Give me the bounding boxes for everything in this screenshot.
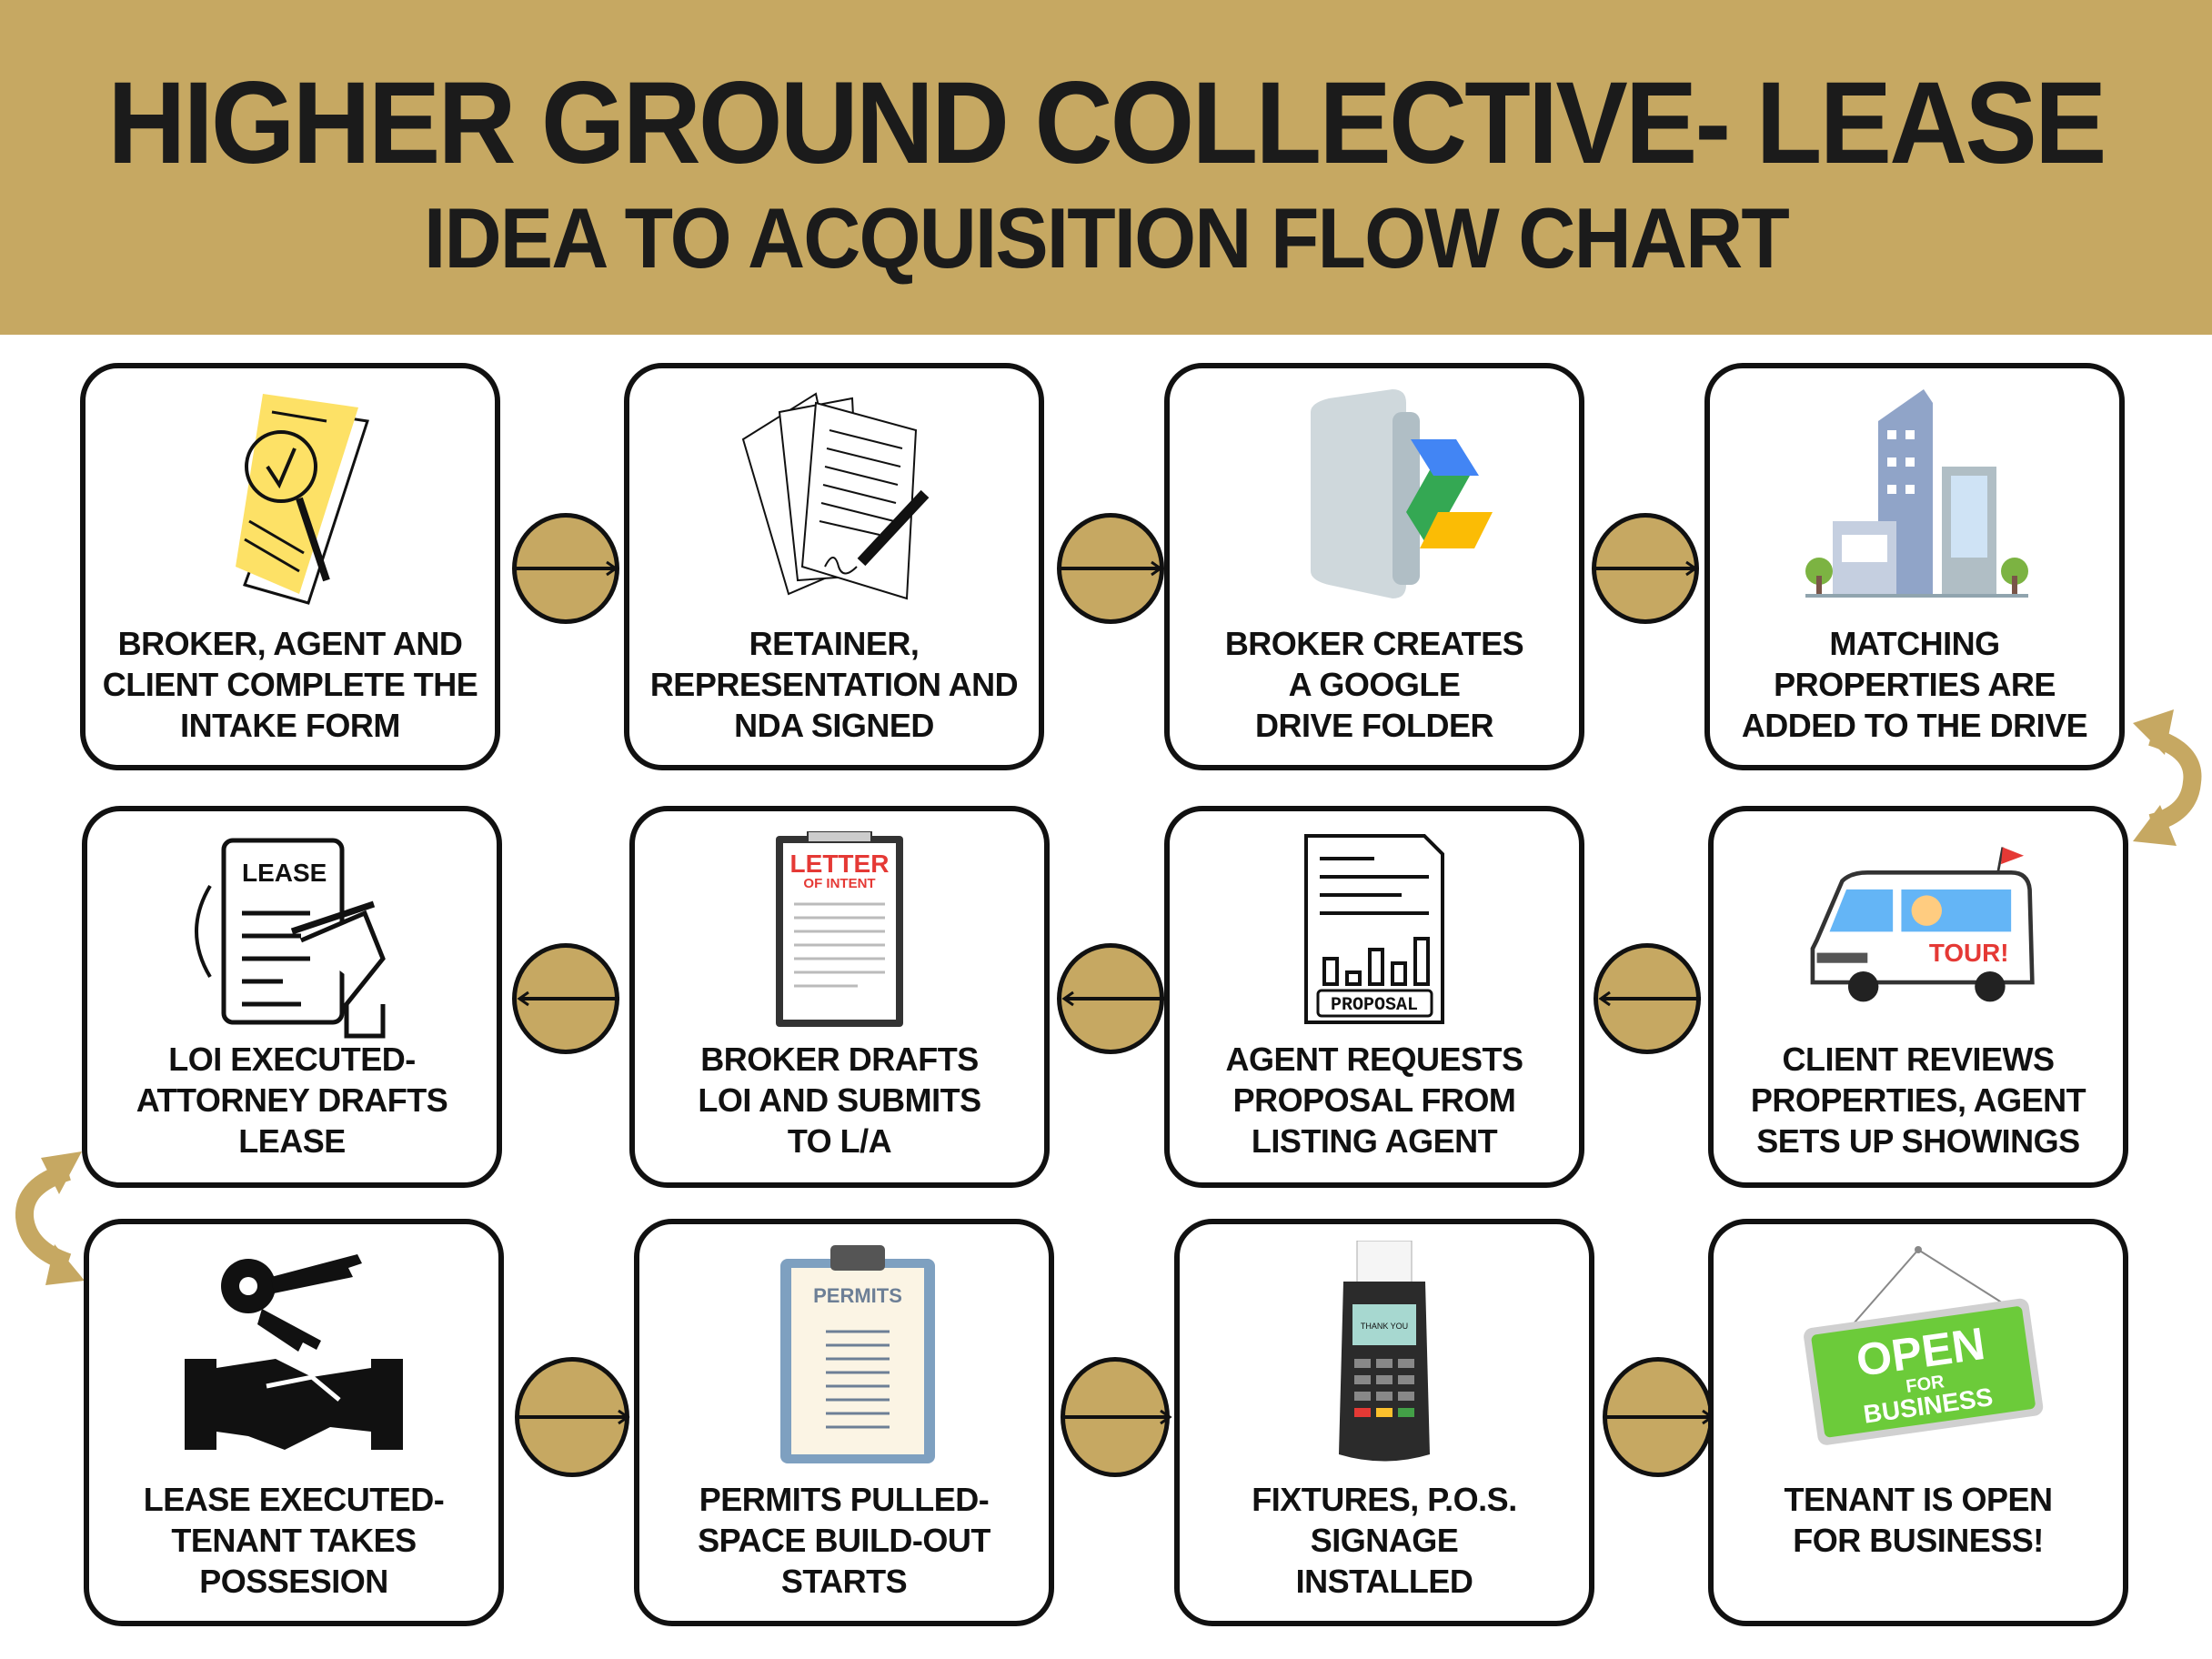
loi-icon-text: LETTER: [790, 850, 890, 878]
prev-arrow-8-7: [512, 943, 619, 1054]
loi-icon-subtext: OF INTENT: [803, 876, 875, 891]
prev-arrow-7-6: [1057, 943, 1164, 1054]
step-2-label: RETAINER, REPRESENTATION AND NDA SIGNED: [649, 625, 1019, 744]
page-title: HIGHER GROUND COLLECTIVE- LEASE: [107, 58, 2106, 188]
step-7-label: BROKER DRAFTS LOI AND SUBMITS TO L/A: [698, 1041, 981, 1160]
permits-clipboard-icon: PERMITS: [780, 1245, 935, 1463]
keys-handshake-icon: [185, 1254, 403, 1450]
header-banner: HIGHER GROUND COLLECTIVE- LEASE IDEA TO …: [0, 0, 2212, 335]
arrow-left-icon: [517, 990, 619, 1007]
signed-documents-pen-icon: [741, 392, 930, 600]
proposal-icon-text: PROPOSAL: [1331, 995, 1418, 1016]
google-drive-folder-icon: [1311, 389, 1493, 598]
proposal-document-icon: PROPOSAL: [1304, 834, 1444, 1024]
next-arrow-11-12: [1603, 1357, 1714, 1477]
step-3-label: BROKER CREATES A GOOGLE DRIVE FOLDER: [1224, 625, 1524, 744]
letter-of-intent-icon: LETTER OF INTENT: [776, 831, 903, 1027]
step-12-label: TENANT IS OPEN FOR BUSINESS!: [1784, 1481, 2053, 1559]
pos-screen-text: THANK YOU: [1361, 1322, 1408, 1331]
arrow-right-icon: [1595, 560, 1698, 577]
arrow-right-icon: [518, 1409, 630, 1425]
step-9-box: LEASE EXECUTED- TENANT TAKES POSSESION: [84, 1219, 504, 1626]
pos-terminal-icon: THANK YOU: [1339, 1241, 1430, 1462]
buildings-icon: [1805, 389, 2028, 598]
step-11-label: FIXTURES, P.O.S. SIGNAGE INSTALLED: [1252, 1481, 1517, 1600]
arrow-left-icon: [1061, 990, 1164, 1007]
step-8-box: LEASE LOI EXECUTED- ATTORNEY DRAFTS LEAS…: [82, 806, 502, 1188]
permits-icon-text: PERMITS: [813, 1284, 902, 1307]
prev-arrow-6-5: [1594, 943, 1701, 1054]
step-7-box: LETTER OF INTENT BROKER DRAFTS LOI AND S…: [629, 806, 1050, 1188]
step-10-label: PERMITS PULLED- SPACE BUILD-OUT STARTS: [698, 1481, 990, 1600]
step-1-box: BROKER, AGENT AND CLIENT COMPLETE THE IN…: [80, 363, 500, 770]
open-sign-icon: OPEN FOR BUSINESS: [1804, 1246, 2044, 1445]
step-8-label: LOI EXECUTED- ATTORNEY DRAFTS LEASE: [136, 1041, 448, 1160]
step-5-box: TOUR! CLIENT REVIEWS PROPERTIES, AGENT S…: [1708, 806, 2128, 1188]
intake-form-magnifier-icon: [236, 394, 369, 605]
swap-arrows-icon: [15, 1151, 85, 1285]
next-arrow-9-10: [515, 1357, 630, 1477]
arrow-right-icon: [1061, 560, 1163, 577]
step-3-box: BROKER CREATES A GOOGLE DRIVE FOLDER: [1164, 363, 1584, 770]
lease-signing-icon: LEASE: [195, 838, 386, 1039]
next-arrow-10-11: [1061, 1357, 1172, 1477]
step-12-box: OPEN FOR BUSINESS TENANT IS OPEN FOR BUS…: [1708, 1219, 2128, 1626]
page-subtitle: IDEA TO ACQUISITION FLOW CHART: [424, 190, 1790, 286]
step-6-label: AGENT REQUESTS PROPOSAL FROM LISTING AGE…: [1225, 1041, 1523, 1160]
next-arrow-2-3: [1057, 513, 1164, 624]
next-arrow-3-4: [1592, 513, 1699, 624]
step-4-label: MATCHING PROPERTIES ARE ADDED TO THE DRI…: [1741, 625, 2088, 744]
step-9-label: LEASE EXECUTED- TENANT TAKES POSSESION: [143, 1481, 445, 1600]
next-arrow-1-2: [512, 513, 619, 624]
tour-van-icon: TOUR!: [1810, 847, 2035, 1002]
swap-arrows-icon: [2133, 709, 2202, 846]
step-2-box: RETAINER, REPRESENTATION AND NDA SIGNED: [624, 363, 1044, 770]
step-1-label: BROKER, AGENT AND CLIENT COMPLETE THE IN…: [102, 625, 478, 744]
arrow-left-icon: [1598, 990, 1701, 1007]
arrow-right-icon: [1606, 1409, 1714, 1425]
tour-icon-text: TOUR!: [1929, 939, 2009, 967]
step-5-label: CLIENT REVIEWS PROPERTIES, AGENT SETS UP…: [1750, 1041, 2086, 1160]
arrow-right-icon: [1064, 1409, 1172, 1425]
lease-icon-text: LEASE: [242, 859, 327, 887]
step-6-box: PROPOSAL AGENT REQUESTS PROPOSAL FROM LI…: [1164, 806, 1584, 1188]
step-11-box: THANK YOU FIXTURES, P.O.S. SIGNAGE INSTA…: [1174, 1219, 1594, 1626]
arrow-right-icon: [516, 560, 618, 577]
step-10-box: PERMITS PERMITS PULLED- SPACE BUILD-OUT …: [634, 1219, 1054, 1626]
step-4-box: MATCHING PROPERTIES ARE ADDED TO THE DRI…: [1704, 363, 2125, 770]
